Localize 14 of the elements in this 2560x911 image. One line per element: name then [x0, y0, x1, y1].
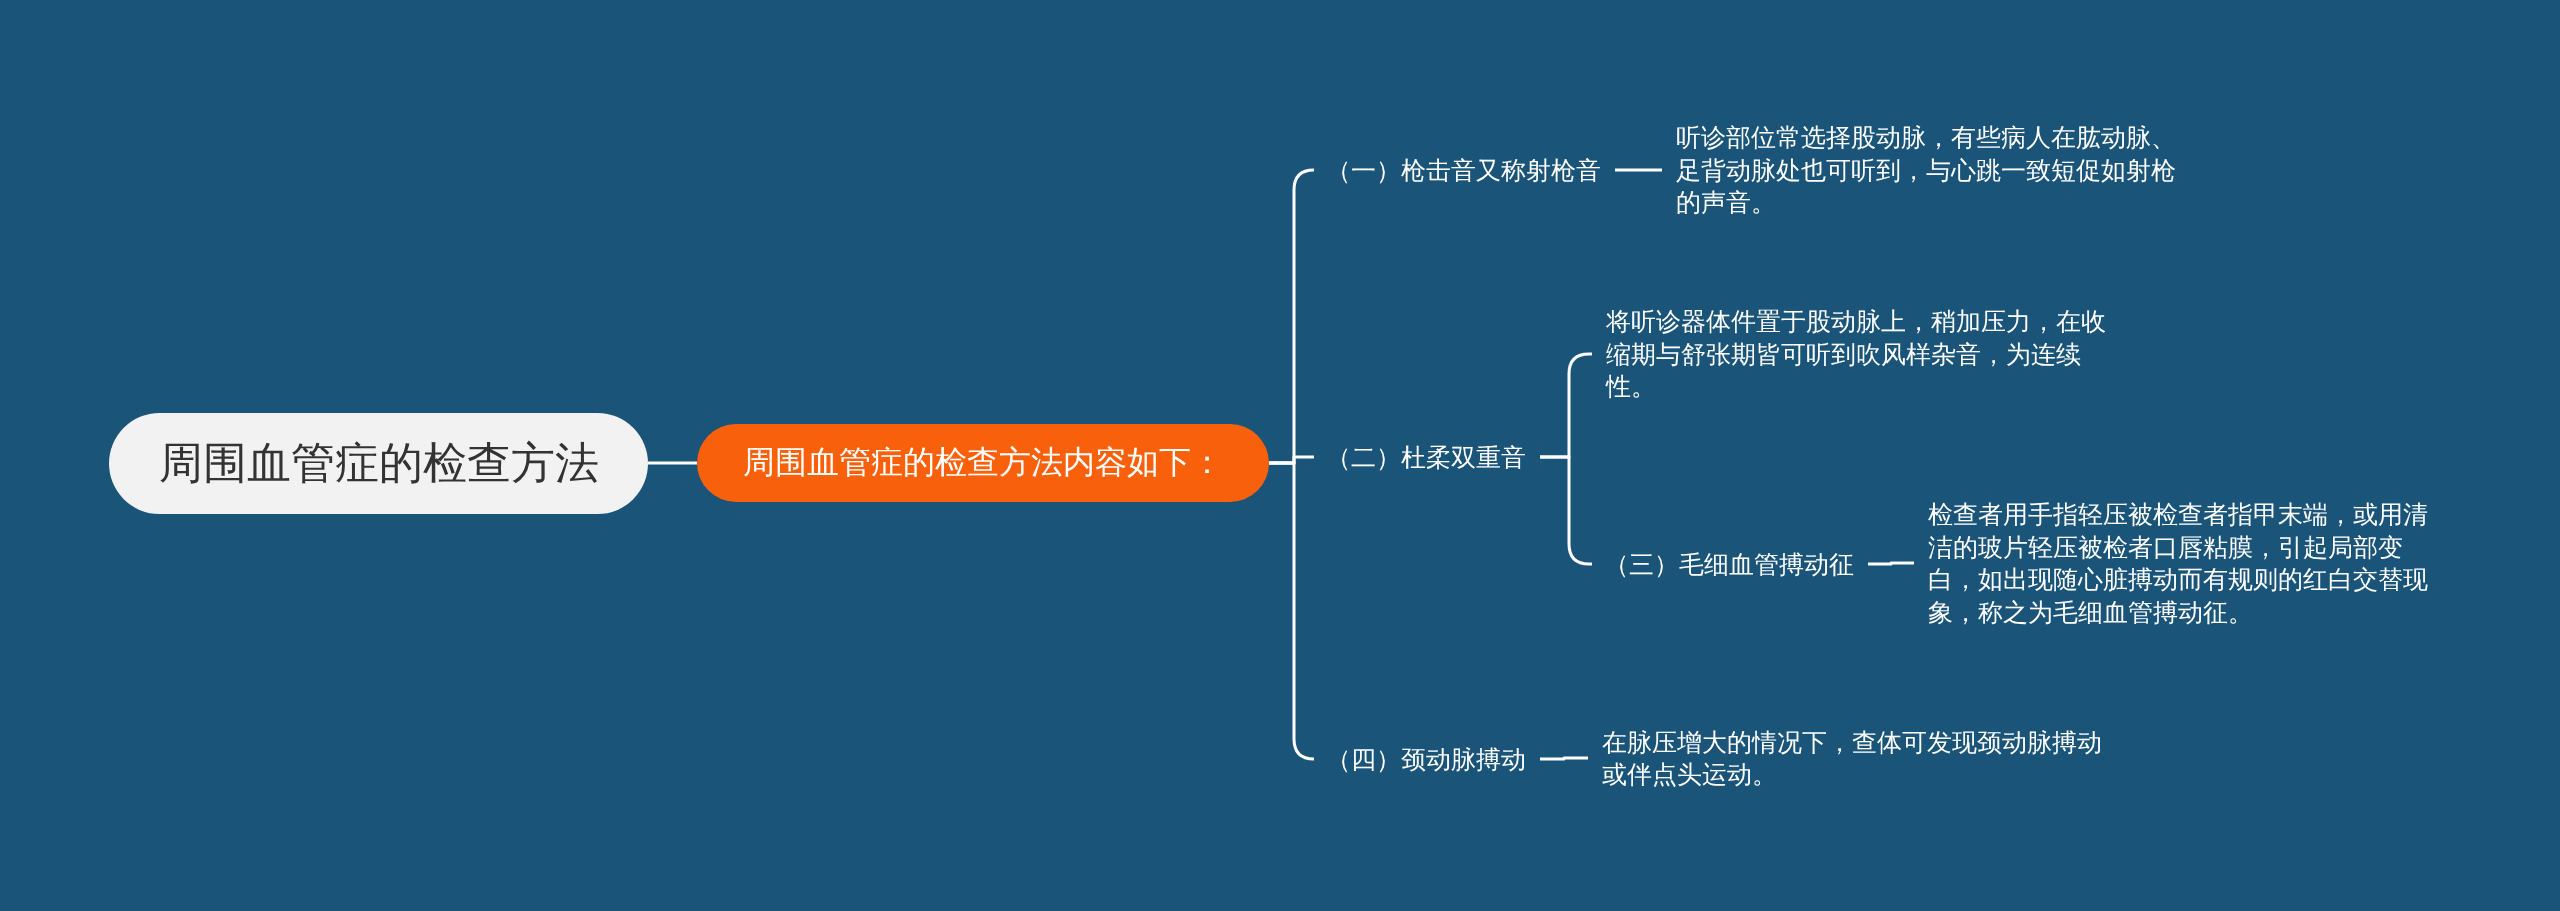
description-text: 在脉压增大的情况下，查体可发现颈动脉搏动或伴点头运动。: [1588, 725, 2107, 791]
subtopic-pill: 周围血管症的检查方法内容如下：: [697, 424, 1269, 502]
connector-line: [1615, 168, 1662, 172]
branch-label: （一）枪击音又称射枪音: [1314, 153, 1615, 186]
connector-line: [648, 461, 697, 465]
connector-line: [1868, 561, 1914, 566]
branch-label: （三）毛细血管搏动征: [1592, 547, 1868, 580]
central-topic-pill: 周围血管症的检查方法: [109, 412, 648, 514]
description-text: 听诊部位常选择股动脉，有些病人在肱动脉、足背动脉处也可听到，与心跳一致短促如射枪的声音。: [1662, 121, 2181, 219]
connector-line: [1540, 756, 1588, 761]
branch-label: （四）颈动脉搏动: [1314, 742, 1540, 775]
description-text: 检查者用手指轻压被检查者指甲末端，或用清洁的玻片轻压被检者口唇粘膜，引起局部变白，如出现随心脏搏动而有规则的红白交替现象，称之为毛细血管搏动征。: [1914, 498, 2433, 628]
branch-label: （二）杜柔双重音: [1314, 440, 1540, 473]
description-text: 将听诊器体件置于股动脉上，稍加压力，在收缩期与舒张期皆可听到吹风样杂音，为连续性。: [1592, 305, 2111, 403]
